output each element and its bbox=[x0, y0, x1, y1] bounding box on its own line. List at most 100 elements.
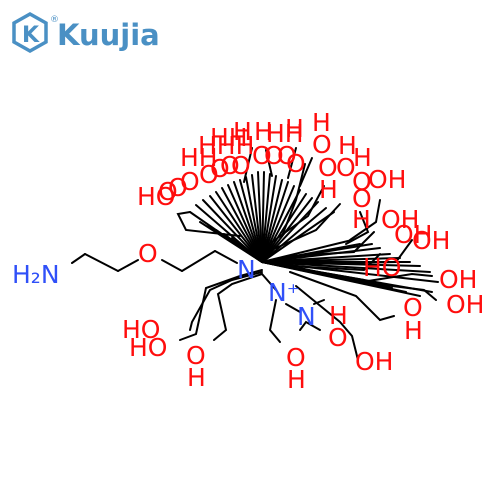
bond bbox=[261, 171, 265, 263]
oh-label: OH bbox=[439, 265, 477, 294]
bond bbox=[299, 157, 313, 187]
o-label: O bbox=[252, 141, 272, 170]
bond bbox=[227, 184, 263, 263]
oh-label: OH bbox=[394, 220, 432, 249]
bond bbox=[202, 199, 263, 263]
central-nitrogen-label: N bbox=[237, 255, 256, 284]
o-label: O bbox=[328, 323, 348, 352]
o-label: O bbox=[168, 173, 188, 202]
h-label: H bbox=[338, 131, 357, 160]
o-label: O bbox=[220, 151, 240, 180]
o-label: O bbox=[277, 141, 297, 170]
bond bbox=[239, 179, 263, 263]
o-label: O bbox=[210, 154, 230, 183]
bond bbox=[268, 299, 281, 343]
logo-registered-mark: ® bbox=[50, 15, 59, 25]
bond bbox=[215, 191, 263, 263]
o-label: O bbox=[286, 149, 306, 178]
hh-label: HH bbox=[266, 119, 304, 148]
bond bbox=[261, 175, 277, 263]
bond bbox=[289, 271, 395, 322]
kuujia-logo: K Kuujia ® bbox=[12, 11, 160, 54]
ho-label: HO bbox=[137, 182, 175, 211]
nitrogen-cation-label: N⁺ bbox=[268, 278, 300, 307]
logo-k-glyph: K bbox=[22, 23, 40, 48]
hh-label: HH bbox=[180, 143, 218, 172]
bond bbox=[299, 269, 437, 301]
bond bbox=[176, 211, 241, 237]
oh-label: OH bbox=[355, 347, 393, 376]
o-label: O bbox=[186, 341, 206, 370]
o-label: O bbox=[352, 184, 372, 213]
radiating-bonds bbox=[176, 147, 439, 361]
bond bbox=[299, 239, 413, 265]
o-label: O bbox=[403, 293, 423, 322]
ho-label: HO bbox=[363, 253, 401, 282]
bond bbox=[214, 250, 238, 264]
bond bbox=[261, 189, 301, 263]
h-label: H bbox=[319, 175, 338, 204]
o-label: O bbox=[312, 130, 332, 159]
bond bbox=[213, 273, 263, 341]
bond bbox=[271, 185, 325, 243]
h-label: H bbox=[404, 316, 423, 345]
h-label: H bbox=[287, 365, 306, 394]
bond bbox=[243, 147, 253, 183]
bond bbox=[261, 181, 289, 263]
h-label: H bbox=[254, 117, 273, 146]
bond bbox=[231, 237, 263, 263]
bond bbox=[261, 201, 319, 263]
o-label: O bbox=[318, 153, 338, 182]
bond bbox=[295, 285, 359, 361]
bond bbox=[181, 250, 216, 272]
ho-label: HO bbox=[129, 333, 167, 362]
bond bbox=[117, 259, 139, 272]
h-label: H bbox=[233, 117, 252, 146]
ho-label: HO bbox=[122, 315, 160, 344]
h-label: H bbox=[285, 114, 304, 143]
bond bbox=[299, 320, 321, 331]
bond bbox=[251, 174, 263, 263]
bond bbox=[261, 211, 335, 263]
o-label: O bbox=[158, 177, 178, 206]
bond bbox=[281, 163, 306, 237]
bond bbox=[289, 253, 381, 272]
bond bbox=[275, 203, 341, 249]
nitrogen-label: N bbox=[297, 302, 316, 331]
bond bbox=[233, 181, 263, 263]
oh-label: OH bbox=[412, 226, 450, 255]
bond bbox=[261, 179, 283, 263]
bond bbox=[261, 207, 327, 263]
bond bbox=[161, 259, 183, 272]
oh-label: OH bbox=[381, 205, 419, 234]
bond bbox=[261, 193, 307, 263]
bond bbox=[261, 273, 277, 291]
h-label: H bbox=[352, 205, 371, 234]
o-label: O bbox=[199, 160, 219, 189]
h-label: H bbox=[312, 108, 331, 137]
bond bbox=[287, 147, 297, 179]
h-label: H bbox=[187, 363, 206, 392]
o-label: O bbox=[180, 167, 200, 196]
bond bbox=[261, 173, 271, 263]
o-label: O bbox=[336, 153, 356, 182]
bond bbox=[285, 303, 301, 313]
o-label: O bbox=[286, 343, 306, 372]
bond bbox=[345, 211, 370, 245]
hh-label: HH bbox=[210, 123, 248, 152]
bond bbox=[71, 253, 86, 264]
bond bbox=[261, 261, 431, 273]
oh-label: OH bbox=[368, 165, 406, 194]
oh-label: OH bbox=[446, 290, 484, 319]
o-label: O bbox=[264, 141, 284, 170]
h-label: H bbox=[353, 143, 372, 172]
bond bbox=[179, 269, 263, 341]
o-label: O bbox=[352, 167, 372, 196]
bond bbox=[261, 185, 295, 263]
amine-chain-bonds bbox=[71, 250, 238, 272]
bond bbox=[289, 231, 375, 257]
o-label: O bbox=[231, 151, 251, 180]
h-label: H bbox=[329, 301, 348, 330]
hhh-label: HHH bbox=[198, 131, 254, 160]
